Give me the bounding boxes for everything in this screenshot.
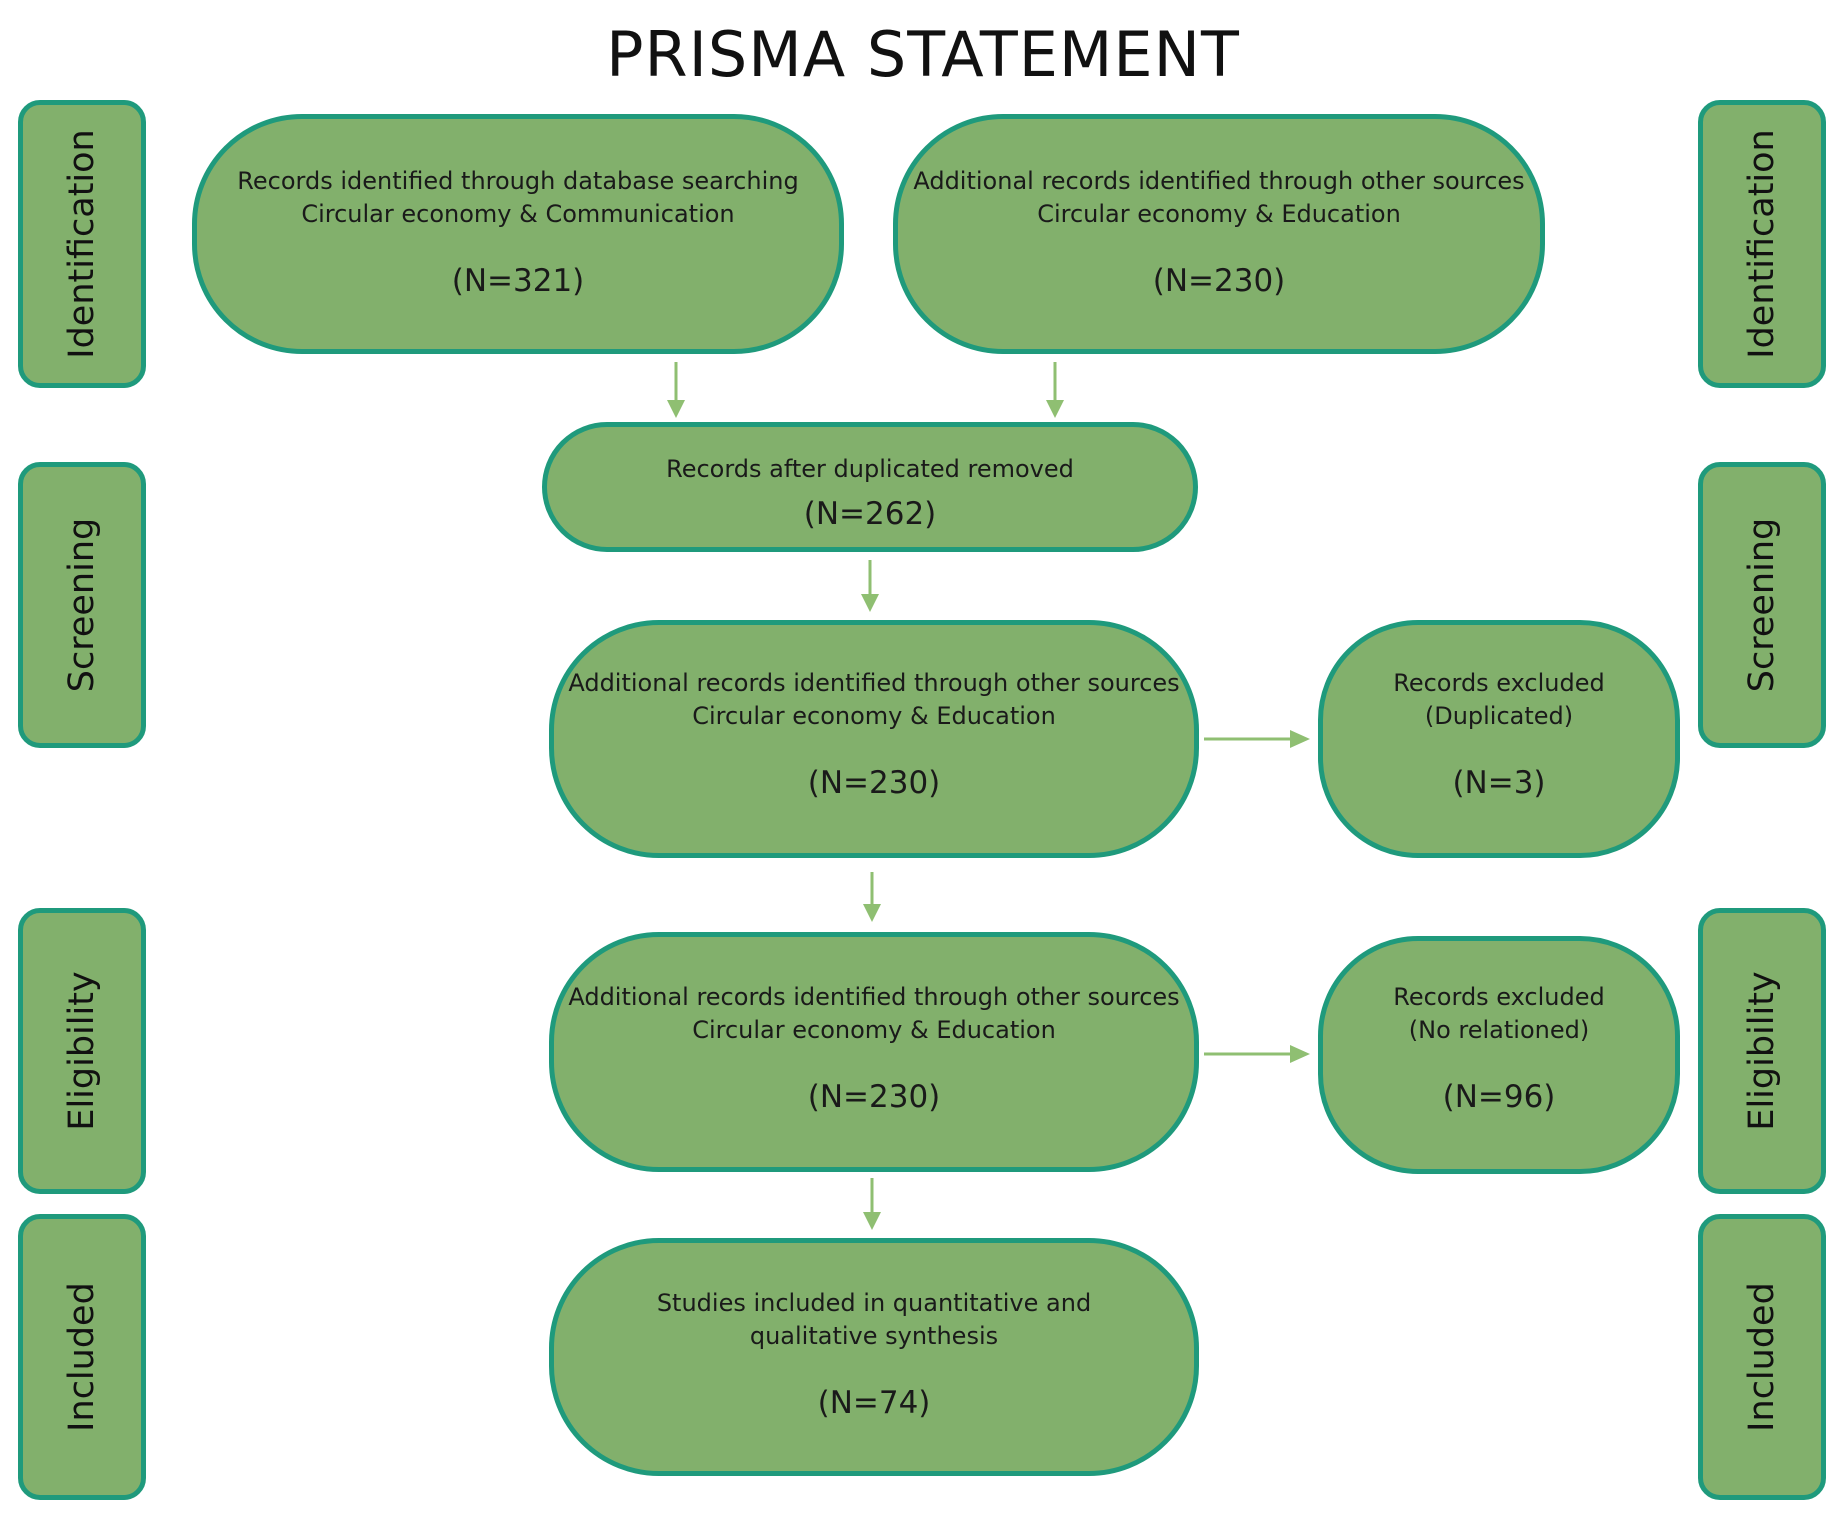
stage-eligibility-right: Eligibility [1698,908,1826,1194]
stage-identification-right: Identification [1698,100,1826,388]
box-count: (N=321) [451,263,585,299]
box-text: Records after duplicated removed [666,455,1074,483]
stage-screening-right: Screening [1698,462,1826,748]
box-count: (N=230) [807,1079,941,1115]
box-database-search: Records identified through database sear… [192,114,844,354]
box-studies-included: Studies included in quantitative and qua… [549,1238,1199,1476]
box-text: qualitative synthesis [749,1322,999,1350]
box-text: Studies included in quantitative and [656,1289,1092,1317]
box-count: (N=230) [1152,263,1286,299]
box-text: (No relationed) [1408,1016,1590,1044]
box-count: (N=262) [803,496,937,532]
box-text: Records identified through database sear… [237,167,799,195]
box-count: (N=96) [1442,1079,1556,1115]
box-text: Records excluded [1393,669,1605,697]
box-count: (N=230) [807,765,941,801]
arrow-eligibility-to-excluded [1204,1045,1310,1063]
box-excluded-duplicated: Records excluded (Duplicated) (N=3) [1318,620,1680,858]
box-screening-records: Additional records identified through ot… [549,620,1199,858]
stage-included-right: Included [1698,1214,1826,1500]
box-text: Additional records identified through ot… [913,167,1525,195]
stage-eligibility-left: Eligibility [18,908,146,1194]
box-other-sources: Additional records identified through ot… [893,114,1545,354]
arrow-screening-to-excluded [1204,730,1310,748]
box-excluded-not-related: Records excluded (No relationed) (N=96) [1318,936,1680,1174]
box-text: Additional records identified through ot… [568,983,1180,1011]
box-text: Circular economy & Education [1037,200,1401,228]
stage-identification-left: Identification [18,100,146,388]
arrow-db-to-dedup [667,362,685,418]
box-count: (N=74) [817,1385,931,1421]
arrow-screening-to-eligibility [863,872,881,922]
box-after-duplicates-removed: Records after duplicated removed (N=262) [542,422,1198,552]
box-text: (Duplicated) [1424,702,1574,730]
box-text: Circular economy & Education [692,702,1056,730]
arrow-eligibility-to-included [863,1178,881,1230]
box-eligibility-records: Additional records identified through ot… [549,932,1199,1172]
stage-included-left: Included [18,1214,146,1500]
stage-screening-left: Screening [18,462,146,748]
box-text: Circular economy & Education [692,1016,1056,1044]
box-text: Records excluded [1393,983,1605,1011]
box-text: Circular economy & Communication [301,200,735,228]
box-text: Additional records identified through ot… [568,669,1180,697]
arrow-dedup-to-screening [861,560,879,612]
arrow-other-to-dedup [1046,362,1064,418]
diagram-title: PRISMA STATEMENT [606,18,1240,91]
box-count: (N=3) [1452,765,1546,801]
